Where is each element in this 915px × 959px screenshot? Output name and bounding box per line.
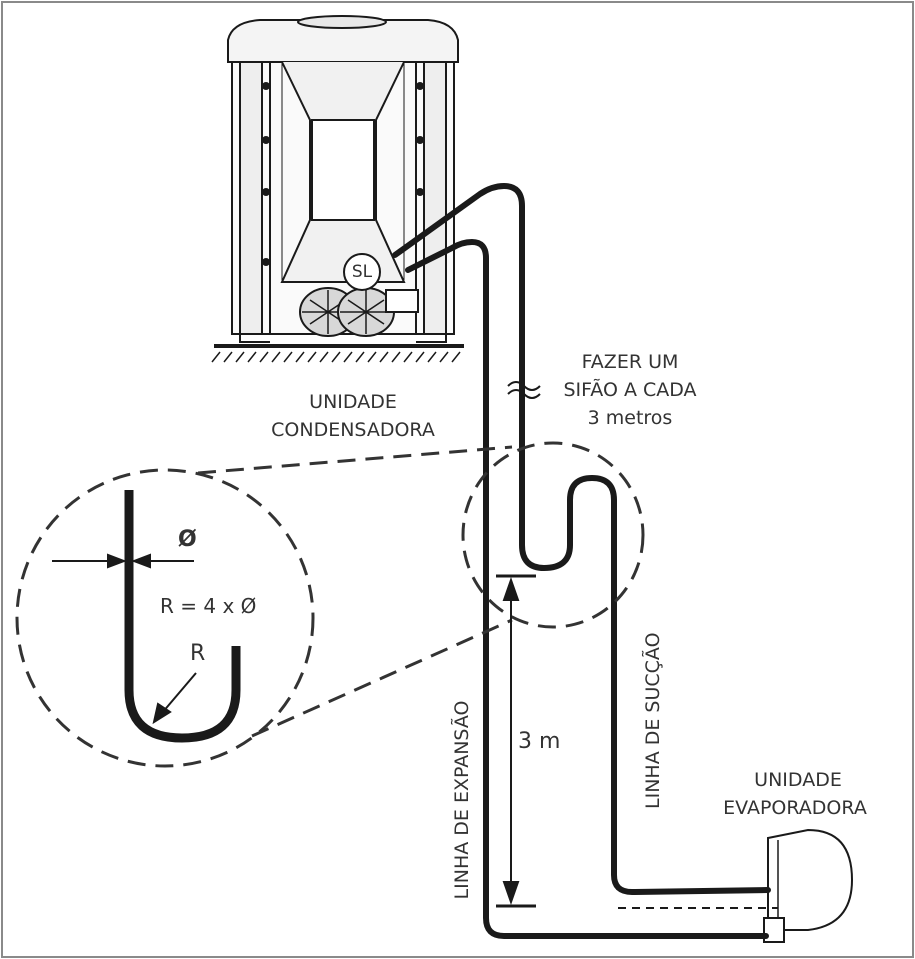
evaporator-label-line1: UNIDADE: [754, 769, 842, 791]
evaporator-unit: [763, 828, 854, 943]
zoom-connector-top: [197, 445, 513, 475]
height-label: 3 m: [518, 729, 561, 754]
trap-note-line1: FAZER UM: [581, 351, 679, 373]
piping: [392, 183, 771, 939]
height-dimension: [496, 574, 536, 908]
trap-detail-bend: [124, 490, 241, 743]
evaporator-label-line2: EVAPORADORA: [723, 797, 867, 819]
pipe-break-symbol: [507, 381, 541, 399]
radius-label: R: [190, 641, 206, 666]
radius-arrow: [152, 672, 197, 725]
condenser-label-line2: CONDENSADORA: [271, 419, 435, 441]
condensing-unit: [227, 15, 459, 343]
zoom-connector-bottom: [251, 618, 513, 738]
expansion-pipe: [405, 239, 769, 939]
trap-note-line3: 3 metros: [587, 407, 673, 429]
trap-note-line2: SIFÃO A CADA: [563, 379, 697, 401]
condenser-label-line1: UNIDADE: [309, 391, 397, 413]
suction-line-label: LINHA DE SUCÇÃO: [642, 632, 664, 809]
radius-formula-label: R = 4 x Ø: [160, 594, 257, 618]
sl-valve-label: SL: [351, 262, 373, 282]
expansion-line-label: LINHA DE EXPANSÃO: [451, 700, 473, 900]
trap-highlight-circle: [461, 441, 645, 629]
ground-base: [211, 344, 464, 363]
diameter-label: Ø: [178, 527, 197, 552]
trap-detail-circle: [15, 468, 315, 768]
sl-valve: [343, 253, 381, 291]
suction-pipe: [392, 183, 771, 895]
diameter-dimension: [52, 553, 194, 569]
